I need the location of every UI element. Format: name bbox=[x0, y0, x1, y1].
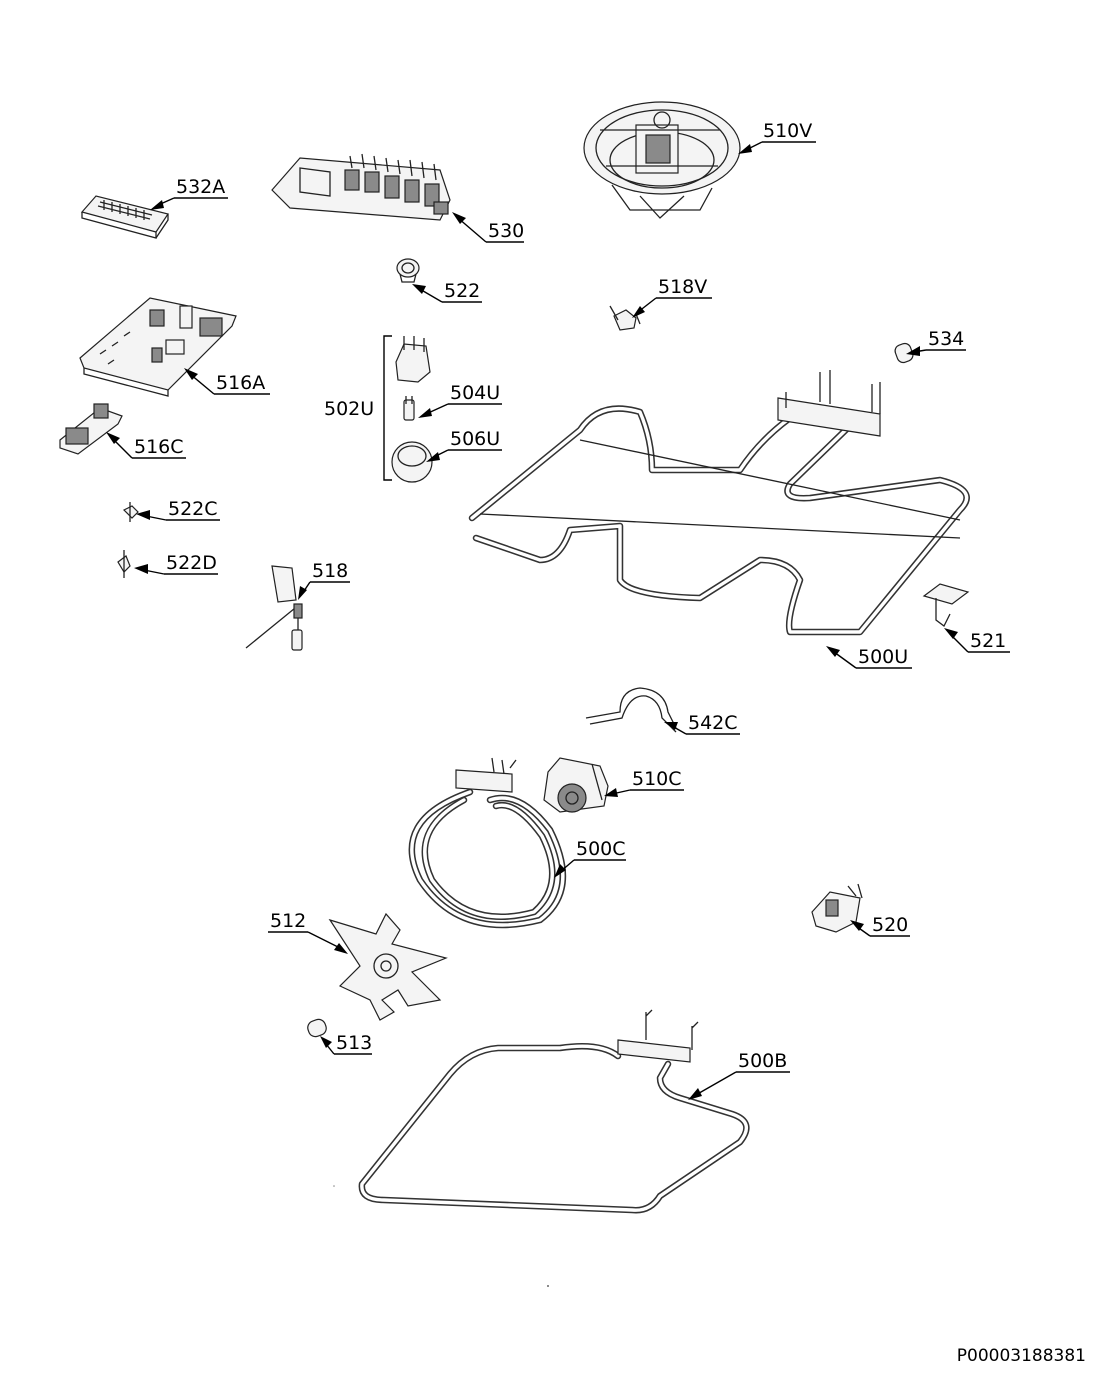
label-518: 518 bbox=[312, 560, 348, 582]
leader-510C bbox=[604, 788, 684, 797]
label-500U: 500U bbox=[858, 646, 908, 668]
label-516A: 516A bbox=[216, 372, 265, 394]
fan-motor-510V-drawing bbox=[583, 101, 741, 219]
pin-522D-drawing bbox=[117, 550, 131, 578]
top-heater-500U-drawing bbox=[468, 370, 970, 636]
label-518V: 518V bbox=[658, 276, 707, 298]
ring-heater-500C-drawing bbox=[408, 757, 567, 929]
leader-518V bbox=[632, 297, 712, 318]
label-516C: 516C bbox=[134, 436, 184, 458]
label-502U: 502U bbox=[324, 398, 374, 420]
switch-520-drawing bbox=[811, 883, 863, 933]
bottom-heater-500B-drawing bbox=[358, 1009, 750, 1214]
leader-500U bbox=[826, 646, 912, 669]
label-522C: 522C bbox=[168, 498, 218, 520]
switch-502U-drawing bbox=[395, 336, 431, 383]
label-500C: 500C bbox=[576, 838, 626, 860]
leader-534 bbox=[906, 346, 966, 356]
leader-522D bbox=[134, 564, 218, 575]
label-513: 513 bbox=[336, 1032, 372, 1054]
probe-518-drawing bbox=[245, 565, 303, 651]
cap-513-drawing bbox=[307, 1018, 327, 1038]
wire-guide-542C-drawing bbox=[585, 687, 677, 733]
clip-522-drawing bbox=[396, 258, 420, 283]
bracket-502U-drawing bbox=[383, 335, 392, 481]
leader-500C bbox=[554, 859, 626, 878]
label-510V: 510V bbox=[763, 120, 812, 142]
bracket-521-drawing bbox=[922, 583, 970, 627]
leader-518 bbox=[298, 581, 350, 600]
board-516C-drawing bbox=[59, 403, 123, 455]
fan-motor-510C-drawing bbox=[543, 757, 609, 813]
terminal-block-530-drawing bbox=[271, 153, 451, 221]
leader-520 bbox=[850, 920, 910, 937]
label-512: 512 bbox=[270, 910, 306, 932]
label-530: 530 bbox=[488, 220, 524, 242]
leader-513 bbox=[320, 1036, 372, 1055]
fan-blade-512-drawing bbox=[328, 912, 448, 1021]
label-522D: 522D bbox=[166, 552, 217, 574]
document-id: P00003188381 bbox=[956, 1346, 1086, 1366]
leader-516C bbox=[106, 432, 186, 459]
leader-521 bbox=[944, 628, 1010, 653]
leader-522C bbox=[136, 510, 220, 521]
label-520: 520 bbox=[872, 914, 908, 936]
pin-522C-drawing bbox=[122, 502, 139, 522]
leader-500B bbox=[688, 1071, 790, 1100]
label-504U: 504U bbox=[450, 382, 500, 404]
leader-510V bbox=[738, 141, 816, 154]
speck-dot bbox=[547, 1285, 549, 1287]
display-board-532A-drawing bbox=[80, 195, 169, 239]
lamp-cap-534-drawing bbox=[894, 342, 914, 364]
speck-dot bbox=[333, 1185, 335, 1187]
label-532A: 532A bbox=[176, 176, 225, 198]
label-510C: 510C bbox=[632, 768, 682, 790]
label-521: 521 bbox=[970, 630, 1006, 652]
leader-512 bbox=[268, 931, 348, 954]
sensor-clip-518V-drawing bbox=[609, 305, 641, 331]
knob-506U-drawing bbox=[391, 441, 433, 483]
leader-532A bbox=[150, 197, 228, 210]
leader-504U bbox=[418, 403, 502, 418]
leader-522 bbox=[412, 284, 482, 303]
leader-506U bbox=[426, 449, 502, 462]
label-534: 534 bbox=[928, 328, 964, 350]
label-506U: 506U bbox=[450, 428, 500, 450]
leader-530 bbox=[452, 212, 524, 243]
control-board-516A-drawing bbox=[79, 297, 237, 397]
label-500B: 500B bbox=[738, 1050, 787, 1072]
leader-516A bbox=[184, 368, 270, 395]
label-542C: 542C bbox=[688, 712, 738, 734]
connector-504U-drawing bbox=[403, 396, 415, 421]
leader-542C bbox=[664, 722, 740, 735]
label-522: 522 bbox=[444, 280, 480, 302]
